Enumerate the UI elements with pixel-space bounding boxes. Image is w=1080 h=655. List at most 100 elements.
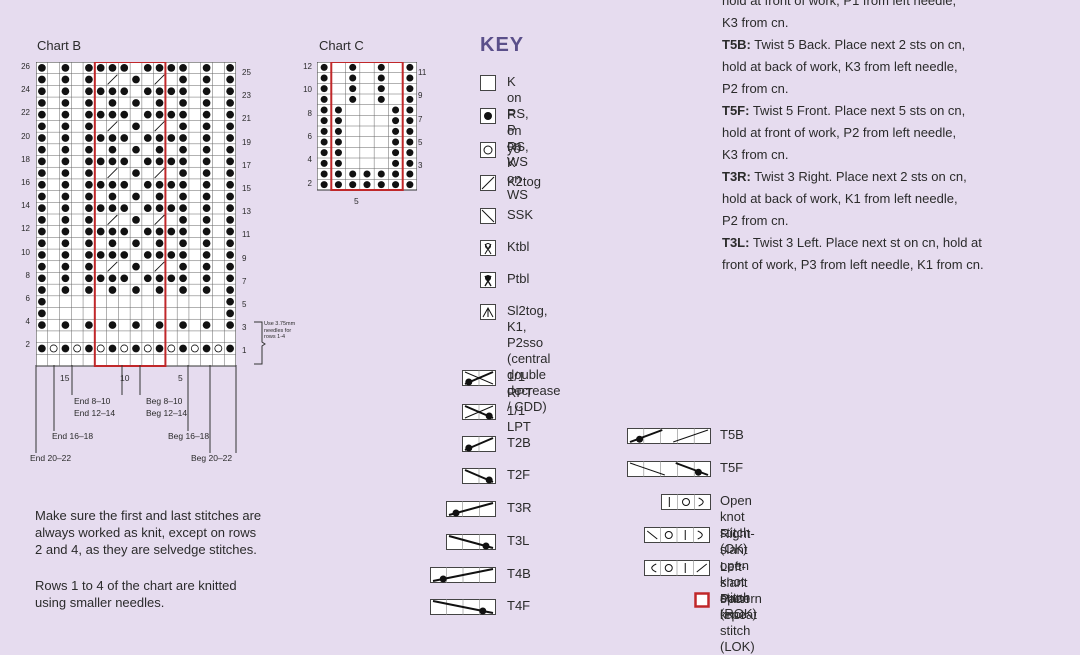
purl-mark — [349, 170, 357, 178]
purl-mark — [334, 170, 342, 178]
purl-mark — [179, 99, 187, 107]
purl-mark — [96, 251, 105, 259]
instruction-term: T5B: — [722, 37, 751, 52]
instruction-text: hold at front of work, P1 from left need… — [722, 0, 957, 8]
label-beg-20-22: Beg 20–22 — [191, 453, 233, 463]
purl-mark — [85, 180, 93, 189]
purl-mark — [226, 145, 234, 154]
purl-mark — [108, 157, 117, 166]
row-number: 21 — [242, 114, 251, 124]
purl-mark — [406, 85, 414, 93]
purl-mark — [96, 157, 105, 166]
decrease-mark — [154, 214, 165, 226]
purl-mark — [349, 85, 357, 93]
purl-mark — [179, 204, 187, 213]
purl-mark — [61, 286, 70, 294]
purl-mark — [61, 63, 70, 72]
k-icon — [480, 75, 496, 91]
purl-mark — [179, 180, 187, 189]
purl-mark — [61, 180, 70, 189]
purl-mark — [38, 251, 46, 259]
row-number: 9 — [242, 253, 247, 263]
key-label: Ktbl — [507, 239, 530, 254]
purl-mark — [202, 145, 211, 154]
needles-note: Rows 1 to 4 of the chart are knitted usi… — [35, 577, 237, 611]
purl-mark — [392, 149, 400, 157]
purl-mark — [85, 169, 93, 177]
purl-mark — [61, 122, 70, 131]
chart-b-bottom-15: 15 — [60, 373, 70, 383]
purl-mark — [61, 227, 70, 236]
purl-mark — [38, 169, 46, 177]
purl-mark — [226, 157, 234, 166]
purl-mark — [226, 192, 234, 201]
purl-mark — [155, 204, 164, 213]
purl-mark — [320, 181, 328, 189]
purl-mark — [85, 204, 93, 213]
t2f-icon — [462, 468, 496, 484]
purl-mark — [155, 110, 164, 119]
purl-mark — [132, 122, 140, 131]
purl-mark — [167, 274, 176, 283]
purl-mark — [108, 180, 117, 189]
purl-mark — [38, 180, 46, 189]
key-label-line: Sl2tog, K1, P2sso — [507, 303, 548, 350]
instruction-text: hold at front of work, P2 from left need… — [722, 125, 957, 140]
row-number: 10 — [303, 85, 312, 95]
purl-mark — [96, 180, 105, 189]
purl-mark — [202, 87, 211, 96]
needles-note-line: using smaller needles. — [35, 595, 165, 610]
k2tog-icon — [480, 175, 496, 191]
chart-c-bottom-5: 5 — [354, 196, 359, 206]
selvedge-note: Make sure the first and last stitches ar… — [35, 507, 261, 558]
row-number: 8 — [307, 108, 312, 118]
purl-mark — [392, 159, 400, 167]
t5b-icon — [627, 428, 711, 444]
decrease-mark — [154, 167, 165, 179]
purl-mark — [96, 63, 105, 72]
purl-mark — [406, 138, 414, 146]
purl-mark — [38, 134, 46, 142]
purl-mark — [120, 134, 129, 142]
row-number: 6 — [25, 294, 30, 303]
needles-note-line: Rows 1 to 4 of the chart are knitted — [35, 578, 237, 593]
purl-mark — [155, 192, 164, 201]
purl-mark — [406, 117, 414, 125]
yo-icon — [480, 142, 496, 158]
purl-mark — [179, 192, 187, 201]
purl-mark — [202, 321, 211, 329]
purl-mark — [61, 239, 70, 248]
purl-mark — [96, 110, 105, 119]
key-label-line: decrease / CDD) — [507, 383, 561, 414]
instruction-line: front of work, P3 from left needle, K1 f… — [722, 254, 1072, 276]
purl-mark — [406, 63, 414, 71]
purl-mark — [143, 134, 152, 142]
purl-mark — [334, 159, 342, 167]
key-label: T5B — [720, 427, 744, 442]
purl-mark — [96, 87, 105, 96]
purl-mark — [202, 274, 211, 283]
purl-mark — [38, 145, 46, 154]
purl-mark — [155, 134, 164, 142]
ssk-icon — [480, 208, 496, 224]
purl-mark — [226, 134, 234, 142]
chart-b-leader-lines — [35, 365, 237, 453]
instruction-line: hold at front of work, P1 from left need… — [722, 0, 1072, 12]
purl-mark — [143, 110, 152, 119]
decrease-mark — [154, 121, 165, 132]
purl-mark — [226, 204, 234, 213]
purl-mark — [108, 274, 117, 283]
purl-mark — [167, 204, 176, 213]
purl-mark — [320, 117, 328, 125]
t3r-icon — [446, 501, 496, 517]
yo-mark — [73, 344, 82, 353]
purl-mark — [226, 344, 234, 353]
purl-mark — [143, 157, 152, 166]
purl-mark — [85, 251, 93, 259]
purl-mark — [85, 87, 93, 96]
purl-mark — [120, 227, 129, 236]
instruction-text: Twist 5 Back. Place next 2 sts on cn, — [750, 37, 966, 52]
chart-c-title: Chart C — [319, 38, 364, 53]
purl-mark — [320, 138, 328, 146]
